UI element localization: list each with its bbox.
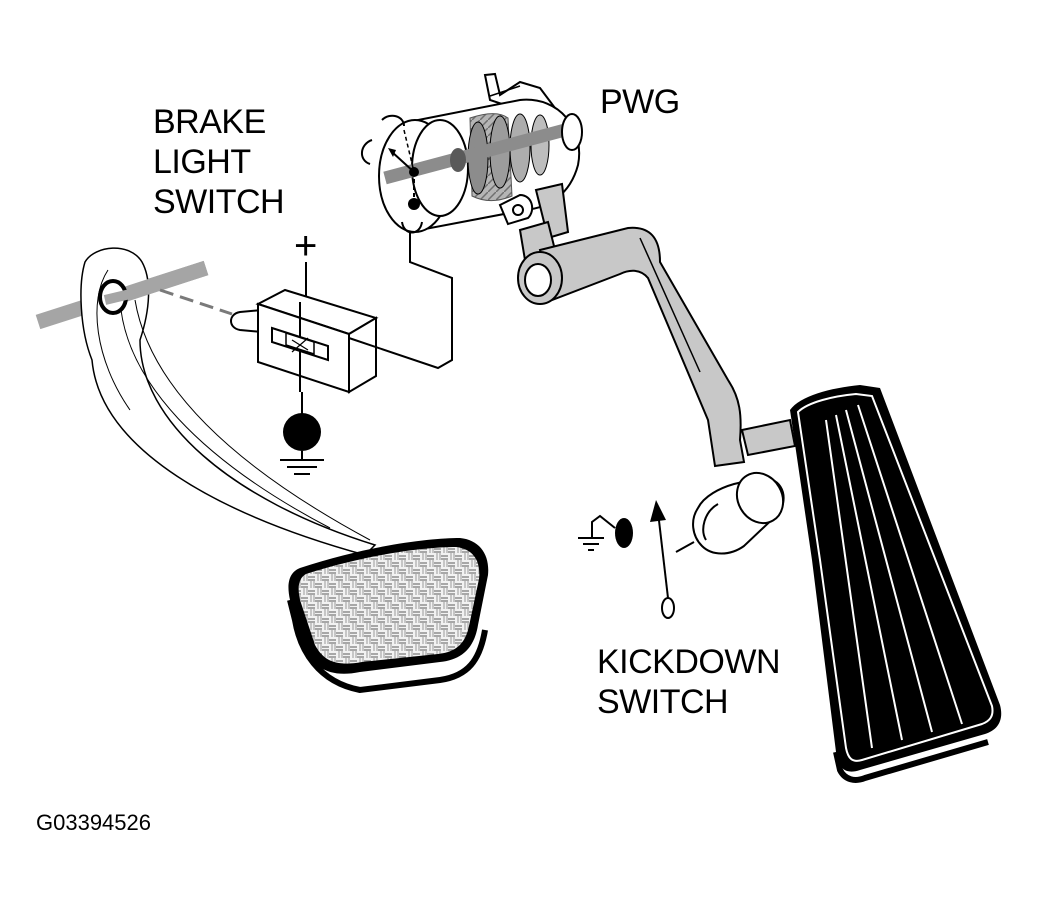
kickdown-fixed-contact <box>615 518 633 548</box>
brake-light-switch <box>159 232 453 475</box>
ground-symbol-icon <box>280 451 324 475</box>
brake-switch-plunger-dash <box>159 288 233 316</box>
kickdown-switch-label-line-1: KICKDOWN <box>597 643 781 681</box>
brake-switch-wire <box>348 232 453 370</box>
figure-code: G03394526 <box>36 810 151 835</box>
kickdown-switch-label-line-2: SWITCH <box>597 683 729 721</box>
brake-light-switch-label: BRAKE LIGHT SWITCH <box>153 102 285 222</box>
ground-symbol-icon <box>578 537 604 551</box>
kickdown-switch <box>578 471 785 619</box>
kickdown-switch-label: KICKDOWN SWITCH <box>597 642 781 722</box>
pwg-label: PWG <box>600 83 680 121</box>
brake-light-switch-label-line-2: LIGHT <box>153 143 251 181</box>
brake-pedal-arm <box>80 247 377 556</box>
brake-pedal <box>35 247 489 694</box>
kickdown-plunger-lead <box>675 541 695 553</box>
brake-light-switch-label-line-3: SWITCH <box>153 183 285 221</box>
brake-light-switch-label-line-1: BRAKE <box>153 103 266 141</box>
plus-terminal-sign: + <box>294 224 318 268</box>
accelerator-pad <box>790 385 1002 783</box>
brake-switch-ground-terminal <box>283 413 321 451</box>
pwg-sensor <box>361 72 583 234</box>
accelerator-lever <box>517 182 797 468</box>
